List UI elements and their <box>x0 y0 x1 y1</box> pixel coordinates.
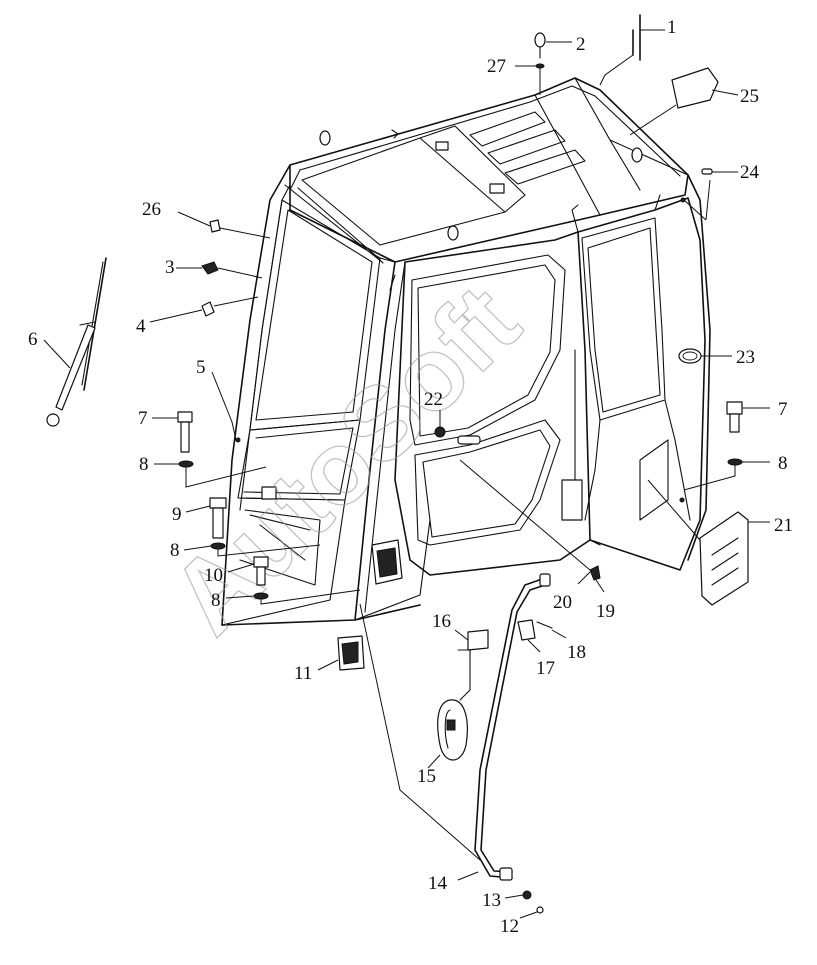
label-8-low: 8 <box>211 590 221 611</box>
part-17-clamp <box>517 619 541 653</box>
part-27-washer <box>515 63 545 95</box>
part-4-clip <box>149 296 259 323</box>
label-13: 13 <box>482 890 501 911</box>
label-8: 8 <box>139 454 149 475</box>
part-7-bolt-right <box>726 401 770 433</box>
part-11-lamp <box>317 539 403 671</box>
part-2-eye-bolt <box>534 32 572 59</box>
part-10-bolt <box>227 556 269 586</box>
part-6-wiper <box>43 257 107 427</box>
part-18-screw <box>536 621 567 639</box>
label-19: 19 <box>596 601 615 622</box>
part-8-washer-low <box>225 589 361 605</box>
part-1-antenna <box>599 14 665 86</box>
label-12: 12 <box>500 916 519 937</box>
label-22: 22 <box>424 389 443 410</box>
part-13-12-nut-bolt <box>504 890 544 919</box>
label-7-right: 7 <box>778 399 788 420</box>
label-15: 15 <box>417 766 436 787</box>
part-25-cover <box>629 67 739 136</box>
label-24: 24 <box>740 162 760 183</box>
cab-body <box>221 77 711 626</box>
label-6: 6 <box>28 329 38 350</box>
label-4: 4 <box>136 316 146 337</box>
part-15-handle <box>427 699 468 769</box>
part-26-plug <box>177 211 271 239</box>
watermark: AutoSoft <box>149 263 543 657</box>
part-16-bracket <box>454 629 489 701</box>
part-5-lead <box>211 371 241 443</box>
label-17: 17 <box>536 658 555 679</box>
label-26: 26 <box>142 199 161 220</box>
label-20: 20 <box>553 592 572 613</box>
part-labels: 1 2 3 4 5 6 7 8 9 10 11 12 13 14 15 16 1… <box>28 17 793 937</box>
label-14: 14 <box>428 873 448 894</box>
part-19-20-fasteners <box>459 459 605 593</box>
label-9: 9 <box>172 504 182 525</box>
part-7-bolt-left <box>152 411 193 453</box>
label-1: 1 <box>667 17 677 38</box>
part-3-clip <box>176 261 263 279</box>
part-8-washer-right <box>683 458 770 491</box>
label-23: 23 <box>736 347 755 368</box>
label-18: 18 <box>567 642 586 663</box>
part-23-grommet <box>678 348 732 364</box>
label-8-right: 8 <box>778 453 788 474</box>
part-9-bolt <box>185 497 227 539</box>
label-3: 3 <box>165 257 175 278</box>
label-21: 21 <box>774 515 793 536</box>
label-10: 10 <box>204 565 223 586</box>
part-14-handrail <box>359 573 551 881</box>
part-8-washer-mid <box>183 542 321 557</box>
label-2: 2 <box>576 34 586 55</box>
label-11: 11 <box>294 663 312 684</box>
label-8-mid: 8 <box>170 540 180 561</box>
part-21-cover-plate <box>647 479 770 606</box>
label-25: 25 <box>740 86 759 107</box>
label-16: 16 <box>432 611 451 632</box>
part-8-washer-left <box>154 460 267 488</box>
label-27: 27 <box>487 56 506 77</box>
label-5: 5 <box>196 357 206 378</box>
label-7: 7 <box>138 408 148 429</box>
part-24-pin <box>683 168 738 221</box>
svg-text:AutoSoft: AutoSoft <box>149 264 541 656</box>
